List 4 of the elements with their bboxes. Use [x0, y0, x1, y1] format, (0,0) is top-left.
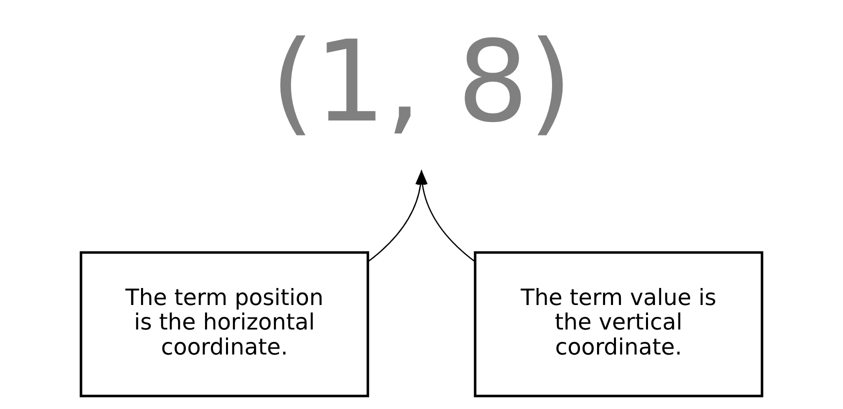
- node-text: (1, 8): [270, 17, 572, 148]
- arrow: [417, 170, 476, 262]
- node-box: The term value is the vertical coordinate.: [474, 251, 764, 398]
- node-box: The term position is the horizontal coordinate.: [80, 251, 370, 398]
